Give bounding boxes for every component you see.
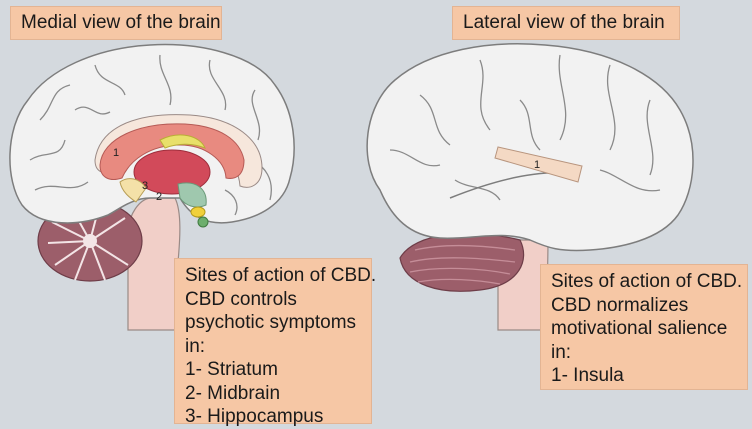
medial-marker-1: 1 — [113, 147, 119, 159]
medial-pituitary — [190, 206, 206, 218]
lateral-cerebrum — [366, 43, 694, 252]
lateral-info-line: in: — [551, 341, 572, 363]
medial-gyri — [29, 54, 272, 216]
lateral-info-line: Sites of action of CBD. — [551, 271, 743, 292]
lateral-info-box: Sites of action of CBD. CBD normalizes m… — [540, 264, 748, 390]
medial-fornix — [159, 134, 206, 149]
lateral-gyri — [389, 54, 661, 201]
lateral-brain: 1 — [366, 43, 694, 331]
medial-mammillary — [197, 216, 209, 228]
medial-brainstem — [127, 197, 181, 331]
medial-info-line: psychotic symptoms — [185, 312, 357, 333]
medial-marker-3: 3 — [142, 180, 148, 192]
medial-striatum — [99, 123, 245, 180]
medial-title: Medial view of the brain — [10, 6, 222, 40]
medial-midbrain — [177, 182, 207, 208]
lateral-info-line: motivational salience — [551, 318, 728, 339]
medial-marker-2: 2 — [156, 191, 162, 203]
medial-info-line: in: — [185, 335, 206, 357]
medial-brain: 1 2 3 — [9, 43, 295, 331]
lateral-insula — [494, 146, 583, 183]
lateral-info-line: CBD normalizes — [551, 294, 689, 316]
lateral-info-line: 1- Insula — [551, 365, 624, 386]
medial-info-line: 1- Striatum — [185, 359, 278, 380]
medial-info-line: 3- Hippocampus — [185, 406, 324, 427]
lateral-title: Lateral view of the brain — [452, 6, 680, 40]
lateral-cerebellum — [399, 232, 525, 292]
lateral-marker-1: 1 — [534, 159, 540, 171]
medial-hippocampus — [119, 178, 147, 203]
medial-info-line: Sites of action of CBD. — [185, 265, 377, 286]
medial-info-line: CBD controls — [185, 288, 297, 310]
medial-info-box: Sites of action of CBD. CBD controls psy… — [174, 258, 377, 427]
medial-info-line: 2- Midbrain — [185, 382, 281, 404]
